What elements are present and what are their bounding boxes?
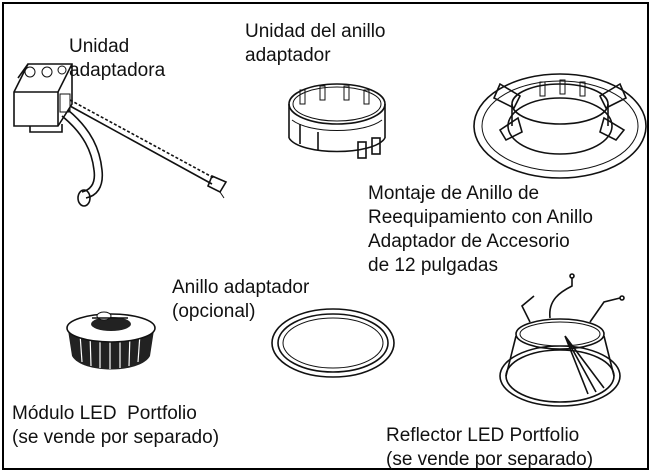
adapter-ring-label: Anillo adaptador (opcional) (172, 277, 310, 322)
led-module-label: Módulo LED Portfolio (se vende por separ… (12, 403, 220, 448)
diagram-frame (2, 2, 649, 470)
led-reflector-label: Reflector LED Portfolio (se vende por se… (386, 425, 594, 470)
adapter-ring-unit-drawing (288, 83, 386, 159)
adapter-unit-label: Unidad adaptadora (69, 36, 166, 81)
led-module-drawing (66, 311, 156, 370)
retrofit-assembly-drawing (473, 73, 647, 179)
led-reflector-drawing (499, 273, 625, 407)
adapter-ring-unit-label: Unidad del anillo adaptador (245, 21, 386, 66)
adapter-unit-drawing (13, 63, 228, 207)
adapter-ring-drawing (271, 308, 395, 378)
retrofit-assembly-label: Montaje de Anillo de Reequipamiento con … (368, 183, 593, 276)
